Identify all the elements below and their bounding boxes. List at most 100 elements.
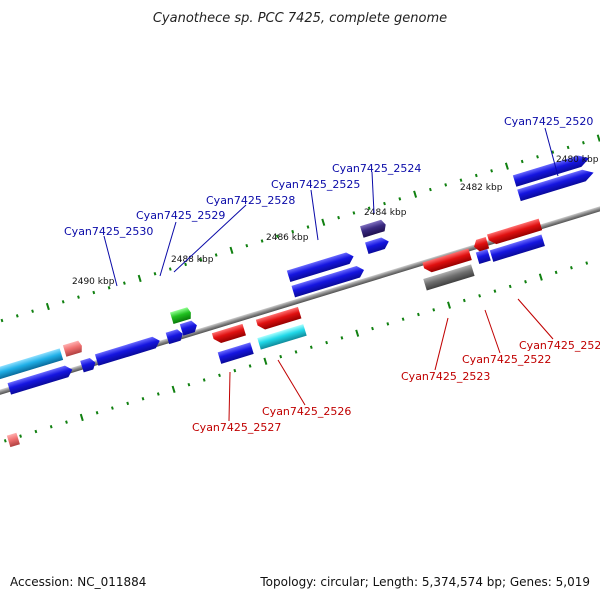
- gene-arrow-cyan7425-2527b[interactable]: [211, 323, 246, 345]
- gene-arrow-cyan7425-2520b[interactable]: [512, 153, 591, 187]
- gene-arrow-cyan7425-2525[interactable]: [286, 251, 356, 283]
- gene-arrow-left-blue[interactable]: [7, 364, 75, 395]
- gene-arrow-cyan7425-2521[interactable]: [489, 234, 545, 262]
- leader-line: [544, 127, 559, 177]
- kbp-label: 2490 kbp: [72, 277, 115, 287]
- scale-tick: [459, 178, 463, 182]
- scale-tick: [309, 345, 313, 349]
- scale-tick: [444, 183, 448, 187]
- scale-tick: [263, 357, 268, 365]
- gene-arrow-cyan7425-2529b[interactable]: [179, 320, 199, 336]
- scale-tick: [168, 267, 172, 271]
- scale-tick: [65, 420, 68, 424]
- scale-tick: [504, 162, 509, 170]
- gene-arrow-left-sky[interactable]: [0, 348, 64, 380]
- scale-tick: [156, 392, 160, 396]
- scale-tick: [401, 317, 405, 321]
- accession-text: Accession: NC_011884: [10, 575, 146, 589]
- scale-tick: [61, 300, 65, 304]
- scale-tick: [79, 413, 84, 422]
- scale-tick: [538, 273, 543, 281]
- scale-tick: [383, 201, 386, 206]
- scale-tick: [276, 234, 279, 239]
- scale-tick: [184, 262, 187, 267]
- scale-tick: [31, 309, 34, 313]
- scale-tick: [524, 280, 527, 284]
- gene-arrow-2524-pair[interactable]: [365, 236, 391, 254]
- scale-tick: [417, 312, 420, 317]
- gene-label-cyan7425-2525[interactable]: Cyan7425_2525: [271, 178, 360, 191]
- gene-label-cyan7425-2522[interactable]: Cyan7425_2522: [462, 353, 551, 366]
- scale-tick: [337, 215, 340, 220]
- gene-label-cyan7425-2520[interactable]: Cyan7425_2520: [504, 115, 593, 128]
- gene-arrow-cyan7425-2525b[interactable]: [291, 264, 365, 298]
- gene-arrow-cyan7425-2529[interactable]: [165, 328, 185, 345]
- gene-label-cyan7425-2523[interactable]: Cyan7425_2523: [401, 370, 490, 383]
- gene-arrow-left-pink[interactable]: [62, 340, 84, 357]
- kbp-label: 2480 kbp: [556, 155, 599, 165]
- genome-strip: [0, 134, 600, 448]
- gene-arrow-cyan7425-2526b[interactable]: [255, 306, 302, 331]
- gene-arrow-cyan7425-2523[interactable]: [423, 264, 475, 291]
- scale-tick: [536, 155, 539, 159]
- scale-tick: [355, 329, 360, 337]
- scale-tick: [260, 239, 264, 243]
- scale-tick: [214, 253, 218, 257]
- leader-line: [277, 359, 306, 406]
- gene-label-cyan7425-2524[interactable]: Cyan7425_2524: [332, 162, 421, 175]
- bottom-leader-lines: [228, 298, 554, 422]
- gene-label-cyan7425-2530[interactable]: Cyan7425_2530: [64, 225, 153, 238]
- gene-arrow-left-pink-rev[interactable]: [6, 432, 20, 448]
- scale-tick: [429, 187, 432, 192]
- leader-line: [434, 317, 449, 371]
- scale-tick: [233, 368, 237, 373]
- scale-tick: [77, 295, 80, 299]
- gene-arrow-cyan7425-2528[interactable]: [169, 307, 193, 325]
- kbp-label: 2488 kbp: [171, 255, 214, 265]
- leader-line: [484, 309, 501, 354]
- scale-tick: [187, 382, 191, 387]
- gene-arrow-cyan7425-2527[interactable]: [217, 342, 254, 364]
- gene-arrow-cyan7425-2523b[interactable]: [422, 248, 472, 275]
- gene-arrow-cyan7425-2524[interactable]: [360, 219, 387, 238]
- scale-tick: [398, 197, 402, 201]
- scale-tick: [478, 294, 482, 298]
- scale-tick: [202, 378, 206, 382]
- scale-tick: [45, 302, 50, 311]
- gene-label-cyan7425-2526[interactable]: Cyan7425_2526: [262, 405, 351, 418]
- gene-arrow-cyan7425-2522b[interactable]: [472, 236, 490, 253]
- leader-line: [159, 221, 177, 277]
- scale-tick: [248, 364, 252, 368]
- leader-line: [310, 189, 319, 241]
- scale-tick: [306, 225, 310, 229]
- scale-tick: [493, 289, 497, 293]
- gene-arrow-2530-small[interactable]: [80, 357, 97, 373]
- scale-tick: [122, 281, 126, 285]
- scale-tick: [245, 243, 249, 248]
- scale-tick: [15, 314, 19, 318]
- gene-arrow-cyan7425-2522[interactable]: [475, 249, 491, 265]
- scale-tick: [520, 159, 524, 164]
- map-title: Cyanothece sp. PCC 7425, complete genome: [153, 11, 447, 26]
- scale-tick: [137, 274, 142, 283]
- gene-label-cyan7425-2529[interactable]: Cyan7425_2529: [136, 209, 225, 222]
- kbp-label: 2486 kbp: [266, 233, 309, 243]
- genome-summary-text: Topology: circular; Length: 5,374,574 bp…: [259, 575, 590, 589]
- top-leader-lines: [103, 127, 559, 287]
- gene-label-cyan7425-2521[interactable]: Cyan7425_2521: [519, 339, 600, 352]
- leader-line: [173, 204, 247, 273]
- gene-label-cyan7425-2527[interactable]: Cyan7425_2527: [192, 421, 281, 434]
- gene-arrow-cyan7425-2526[interactable]: [257, 324, 307, 350]
- scale-tick: [126, 401, 130, 406]
- gene-label-cyan7425-2528[interactable]: Cyan7425_2528: [206, 194, 295, 207]
- gene-arrow-cyan7425-2521b[interactable]: [487, 218, 543, 246]
- scale-tick: [279, 354, 283, 359]
- scale-tick: [107, 286, 111, 290]
- scale-tick: [462, 298, 466, 303]
- leader-line: [517, 298, 554, 340]
- scale-tick: [490, 169, 494, 173]
- gene-arrow-cyan7425-2520[interactable]: [517, 167, 595, 202]
- gene-arrow-cyan7425-2530[interactable]: [94, 335, 162, 366]
- leader-line: [228, 371, 231, 422]
- scale-tick: [321, 218, 326, 226]
